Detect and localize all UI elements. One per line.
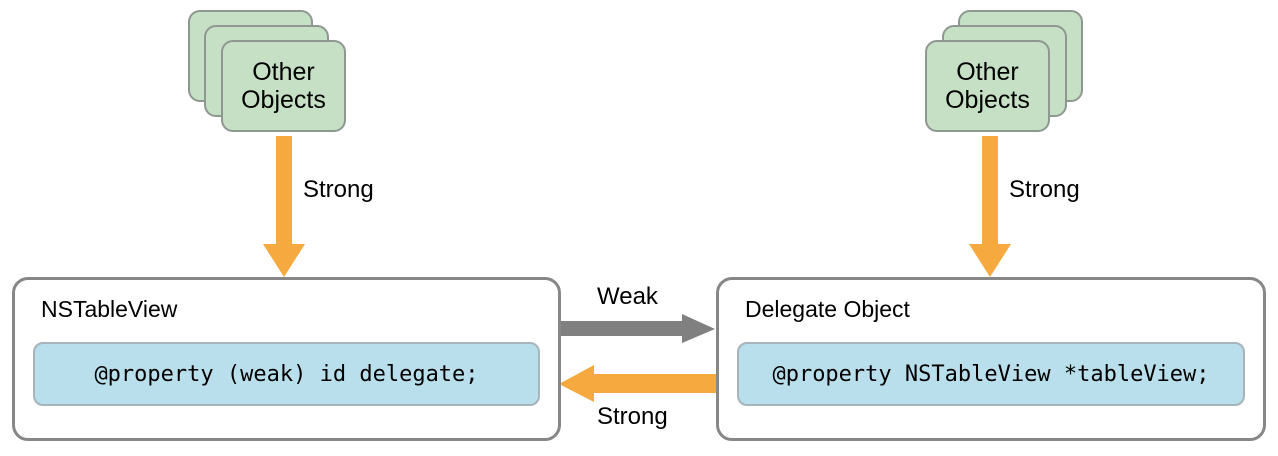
stack-label-line1: Other — [956, 58, 1019, 86]
other-objects-stack-right: Other Objects — [925, 10, 1085, 138]
delegate-object-code-property: @property NSTableView *tableView; — [737, 342, 1245, 406]
nstableview-title: NSTableView — [41, 296, 178, 322]
strong-arrow-label-middle: Strong — [597, 403, 668, 430]
strong-arrow-label-right: Strong — [1009, 176, 1080, 203]
nstableview-box[interactable]: NSTableView @property (weak) id delegate… — [12, 277, 561, 441]
other-objects-stack-left: Other Objects — [188, 10, 348, 138]
stack-card-front: Other Objects — [221, 40, 346, 132]
weak-arrow-label: Weak — [597, 283, 658, 310]
arrow-down-icon — [969, 136, 1011, 277]
stack-label-line1: Other — [252, 58, 315, 86]
stack-label-line2: Objects — [241, 86, 326, 114]
strong-arrow-label-left: Strong — [303, 176, 374, 203]
arrow-right-icon — [558, 314, 715, 343]
delegate-object-title: Delegate Object — [745, 296, 910, 322]
stack-card-front: Other Objects — [925, 40, 1050, 132]
weak-arrow-right — [558, 314, 716, 344]
arrow-left-icon — [559, 365, 719, 402]
nstableview-code-property: @property (weak) id delegate; — [33, 342, 540, 406]
strong-arrow-down-right — [968, 136, 1012, 278]
stack-label-line2: Objects — [945, 86, 1030, 114]
delegate-object-box[interactable]: Delegate Object @property NSTableView *t… — [716, 277, 1266, 441]
arrow-down-icon — [263, 136, 305, 277]
strong-arrow-down-left — [262, 136, 306, 278]
strong-arrow-left — [558, 365, 720, 403]
